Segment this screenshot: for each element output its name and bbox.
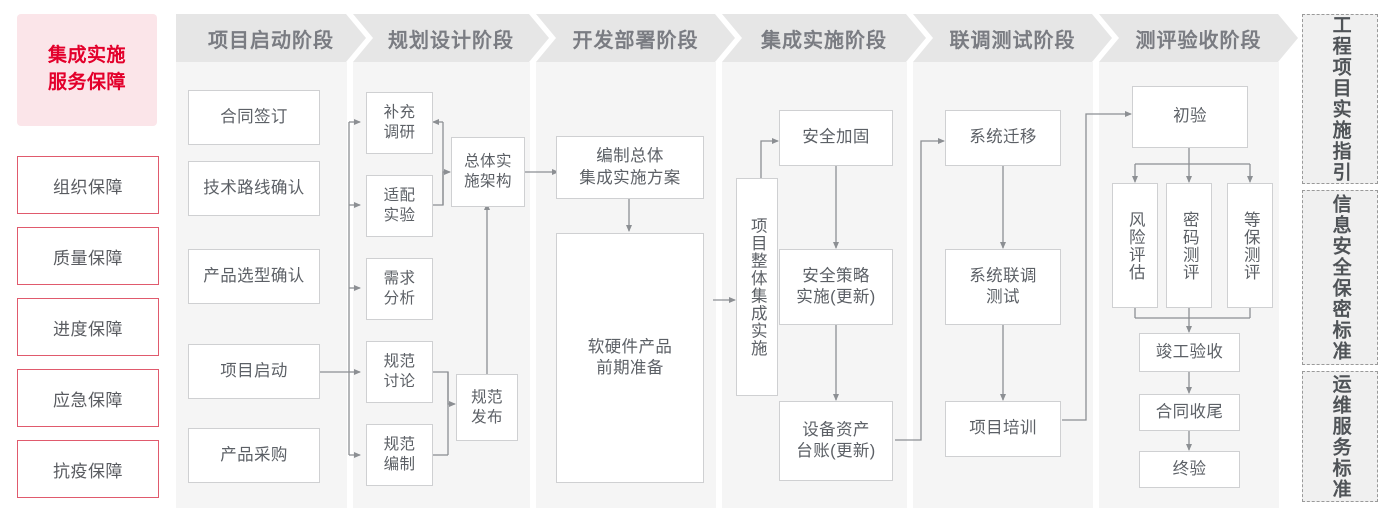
node-security-policy[interactable]: 安全策略 实施(更新) [779, 249, 893, 325]
sidebar-item-quality[interactable]: 质量保障 [17, 227, 159, 285]
node-preliminary-acceptance[interactable]: 初验 [1132, 86, 1248, 148]
node-requirement-analysis[interactable]: 需求 分析 [366, 258, 433, 320]
node-tech-route-confirm[interactable]: 技术路线确认 [188, 161, 320, 216]
node-project-training[interactable]: 项目培训 [945, 401, 1061, 457]
standards-panel-operations[interactable]: 运维服务标准 [1302, 371, 1378, 502]
node-system-migration[interactable]: 系统迁移 [945, 110, 1061, 166]
node-adaptation-test[interactable]: 适配 实验 [366, 175, 433, 237]
node-standard-release[interactable]: 规范 发布 [456, 374, 518, 441]
node-label: 编制总体 集成实施方案 [579, 147, 681, 187]
sidebar-item-schedule[interactable]: 进度保障 [17, 298, 159, 356]
node-final-acceptance[interactable]: 终验 [1139, 451, 1240, 488]
node-supplementary-research[interactable]: 补充 调研 [366, 92, 433, 154]
node-label: 适配 实验 [383, 187, 416, 224]
node-completion-acceptance[interactable]: 竣工验收 [1139, 333, 1240, 372]
node-label: 总体实 施架构 [464, 153, 512, 190]
node-crypto-evaluation[interactable]: 密码测评 [1166, 183, 1212, 308]
diagram-title-line-2: 服务保障 [47, 72, 126, 93]
node-risk-assessment[interactable]: 风险评估 [1112, 183, 1158, 308]
phase-header-6[interactable]: 测评验收阶段 [1099, 14, 1298, 62]
phase-header-1[interactable]: 项目启动阶段 [176, 14, 366, 62]
standards-panel-label: 工程项目实施指引 [1329, 15, 1351, 183]
node-label: 规范 编制 [383, 436, 416, 473]
sidebar-item-organization[interactable]: 组织保障 [17, 156, 159, 214]
node-product-procurement[interactable]: 产品采购 [188, 428, 320, 483]
standards-panel-label: 信息安全保密标准 [1329, 193, 1351, 362]
node-security-hardening[interactable]: 安全加固 [779, 110, 893, 166]
phase-header-5[interactable]: 联调测试阶段 [913, 14, 1112, 62]
node-label: 软硬件产品 前期准备 [587, 337, 673, 377]
node-overall-integration[interactable]: 项目整体集成实施 [736, 178, 778, 396]
sidebar-item-epidemic[interactable]: 抗疫保障 [17, 440, 159, 498]
node-project-kickoff[interactable]: 项目启动 [188, 344, 320, 399]
node-label: 安全策略 实施(更新) [796, 266, 876, 306]
standards-panel-label: 运维服务标准 [1329, 373, 1351, 500]
node-overall-plan-drafting[interactable]: 编制总体 集成实施方案 [556, 136, 704, 199]
node-label: 规范 讨论 [383, 353, 416, 390]
node-label: 需求 分析 [383, 270, 416, 307]
node-mlps-evaluation[interactable]: 等保测评 [1227, 183, 1273, 308]
node-contract-signing[interactable]: 合同签订 [188, 90, 320, 145]
node-joint-debug-test[interactable]: 系统联调 测试 [945, 249, 1061, 325]
standards-panel-security[interactable]: 信息安全保密标准 [1302, 190, 1378, 365]
node-label: 补充 调研 [383, 104, 416, 141]
node-contract-closure[interactable]: 合同收尾 [1139, 394, 1240, 431]
phase-header-2[interactable]: 规划设计阶段 [353, 14, 549, 62]
standards-panel-engineering[interactable]: 工程项目实施指引 [1302, 14, 1378, 184]
sidebar-item-emergency[interactable]: 应急保障 [17, 369, 159, 427]
phase-header-4[interactable]: 集成实施阶段 [722, 14, 926, 62]
phase-header-3[interactable]: 开发部署阶段 [536, 14, 735, 62]
diagram-title-line-1: 集成实施 [47, 45, 126, 67]
node-hw-sw-preparation[interactable]: 软硬件产品 前期准备 [556, 233, 704, 483]
node-standard-discussion[interactable]: 规范 讨论 [366, 341, 433, 403]
node-product-selection[interactable]: 产品选型确认 [188, 249, 320, 304]
node-label: 规范 发布 [471, 388, 503, 426]
node-label: 设备资产 台账(更新) [796, 420, 876, 460]
node-label: 系统联调 测试 [969, 266, 1037, 306]
diagram-title-block: 集成实施 服务保障 [17, 14, 157, 126]
node-standard-drafting[interactable]: 规范 编制 [366, 424, 433, 486]
node-overall-architecture[interactable]: 总体实 施架构 [451, 137, 525, 207]
node-asset-ledger[interactable]: 设备资产 台账(更新) [779, 401, 893, 481]
